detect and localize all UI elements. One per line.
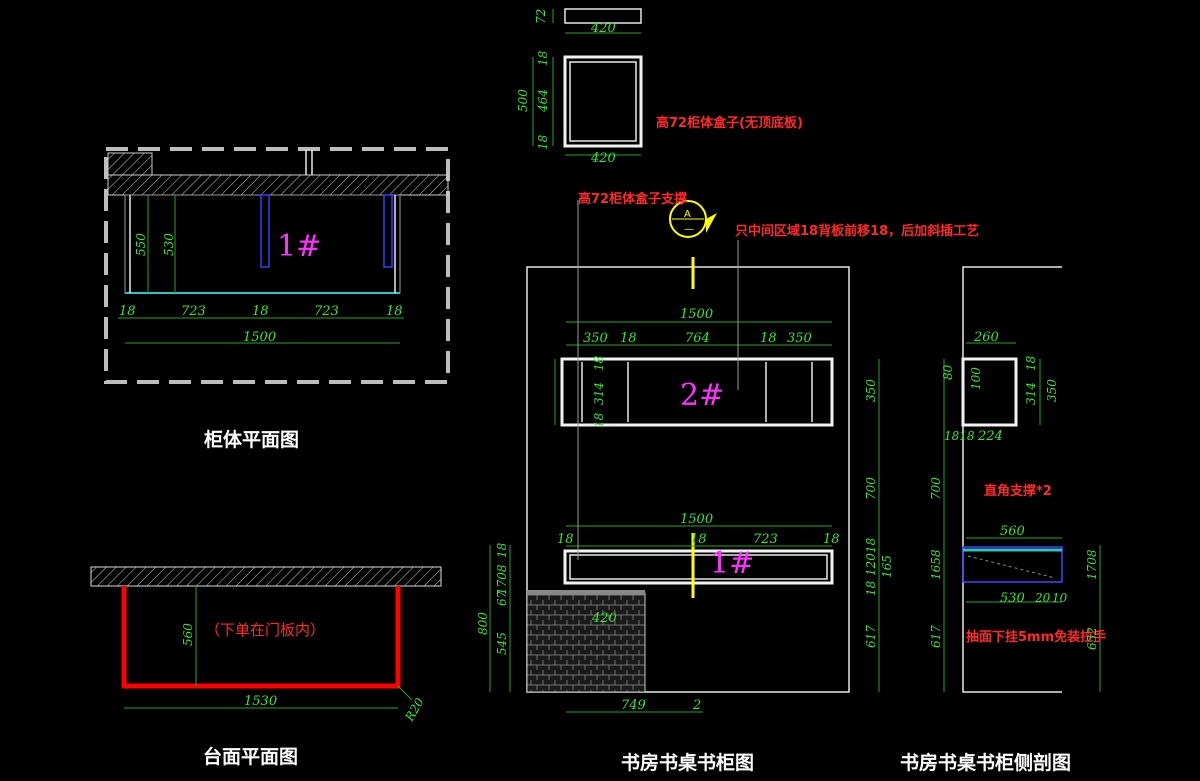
dim-se-617: 617 — [929, 625, 943, 648]
dim-el-1500a: 1500 — [680, 307, 713, 322]
dim-el-l67: 67 — [495, 590, 509, 606]
dim-el-749: 749 — [621, 698, 646, 713]
dim-box-w-top: 420 — [590, 21, 616, 36]
dim-el-r120: 120 — [864, 553, 878, 576]
corner-note: 直角支撑*2 — [984, 483, 1052, 499]
dim-plan-1500: 1500 — [243, 330, 276, 345]
box-detail — [532, 8, 643, 156]
dim-se-18: 18 — [1024, 355, 1038, 371]
tag-1-elevation: 1# — [710, 546, 754, 581]
dim-se-700: 700 — [929, 477, 943, 500]
cabinet-plan — [104, 147, 450, 384]
dim-el-18d: 18 — [592, 412, 606, 428]
dim-el-r617: 617 — [864, 625, 878, 648]
back-note: 只中间区域18背板前移18，后加斜插工艺 — [735, 223, 979, 239]
dim-el-314: 314 — [592, 382, 606, 405]
dim-se-530: 530 — [1000, 591, 1025, 606]
dim-se-20: 20 — [1034, 591, 1051, 605]
dim-se-632: 632 — [1085, 627, 1099, 650]
door-note: （下单在门板内） — [205, 621, 325, 639]
dim-box-464: 464 — [536, 89, 550, 113]
dim-el-764: 764 — [685, 331, 710, 346]
dim-el-2: 2 — [692, 698, 701, 713]
dim-se-1818: 1818 — [944, 429, 975, 443]
dim-plan-18a: 18 — [119, 304, 136, 319]
dim-el-18b: 18 — [760, 331, 777, 346]
dim-se-100: 100 — [969, 367, 983, 390]
dim-plan-550: 550 — [134, 233, 148, 256]
dim-se-560: 560 — [1000, 524, 1025, 539]
section-mark-bottom: — — [684, 224, 694, 235]
dim-se-350: 350 — [1045, 379, 1059, 402]
dim-se-224: 224 — [977, 429, 1003, 444]
dim-el-r350: 350 — [864, 379, 878, 402]
section-mark-top: A — [684, 209, 691, 220]
section — [943, 266, 1101, 693]
box-note: 高72柜体盒子(无顶底板) — [656, 115, 803, 131]
support-note: 高72柜体盒子支撑 — [578, 191, 687, 207]
dim-plan-18c: 18 — [386, 304, 403, 319]
dim-plan-723b: 723 — [314, 304, 339, 319]
dim-se-260: 260 — [973, 330, 999, 345]
dim-el-l18: 18 — [495, 542, 509, 558]
title-elevation: 书房书桌书柜图 — [621, 751, 754, 774]
dim-se-10: 10 — [1052, 591, 1068, 605]
dim-top-560: 560 — [181, 623, 195, 646]
dim-el-r700: 700 — [864, 477, 878, 500]
dim-el-350b: 350 — [787, 331, 812, 346]
dim-se-80: 80 — [941, 364, 955, 380]
dim-box-w-bot: 420 — [590, 151, 616, 166]
dim-el-420: 420 — [591, 611, 617, 626]
elevation — [489, 200, 880, 713]
dim-box-h: 72 — [534, 9, 548, 24]
title-section: 书房书桌书柜侧剖图 — [900, 751, 1071, 774]
drawer-note: 抽面下挂5mm免装拉手 — [966, 629, 1106, 645]
dim-se-1658: 1658 — [929, 549, 943, 580]
dim-el-18f: 18 — [690, 532, 707, 547]
dim-plan-18b: 18 — [252, 304, 269, 319]
dim-plan-530: 530 — [162, 233, 176, 256]
dim-el-r18b: 18 — [864, 580, 878, 596]
dim-el-l1708: 1708 — [495, 564, 509, 595]
title-cabinet-plan: 柜体平面图 — [204, 428, 299, 451]
dim-el-1500b: 1500 — [680, 512, 713, 527]
dim-plan-723a: 723 — [181, 304, 206, 319]
top-plan — [90, 566, 442, 709]
dim-box-18a: 18 — [536, 50, 550, 66]
dim-el-18a: 18 — [620, 331, 637, 346]
dim-se-314: 314 — [1024, 382, 1038, 405]
tag-2: 2# — [680, 378, 724, 413]
dim-el-18e: 18 — [557, 532, 574, 547]
dim-el-18g: 18 — [823, 532, 840, 547]
title-top-plan: 台面平面图 — [203, 745, 298, 768]
dim-box-500: 500 — [516, 89, 530, 112]
tag-1-plan: 1# — [277, 229, 321, 264]
dim-se-1708: 1708 — [1085, 549, 1099, 580]
dim-top-1530: 1530 — [244, 694, 277, 709]
dim-el-r18a: 18 — [864, 537, 878, 553]
dim-el-l545: 545 — [495, 632, 509, 655]
dim-el-350a: 350 — [583, 331, 608, 346]
dim-el-r165: 165 — [880, 555, 894, 578]
dim-box-18b: 18 — [536, 134, 550, 150]
dim-el-l800: 800 — [476, 612, 490, 635]
dim-top-r20: R20 — [402, 695, 427, 724]
dim-el-723: 723 — [753, 532, 778, 547]
dim-el-18c: 18 — [592, 355, 606, 371]
